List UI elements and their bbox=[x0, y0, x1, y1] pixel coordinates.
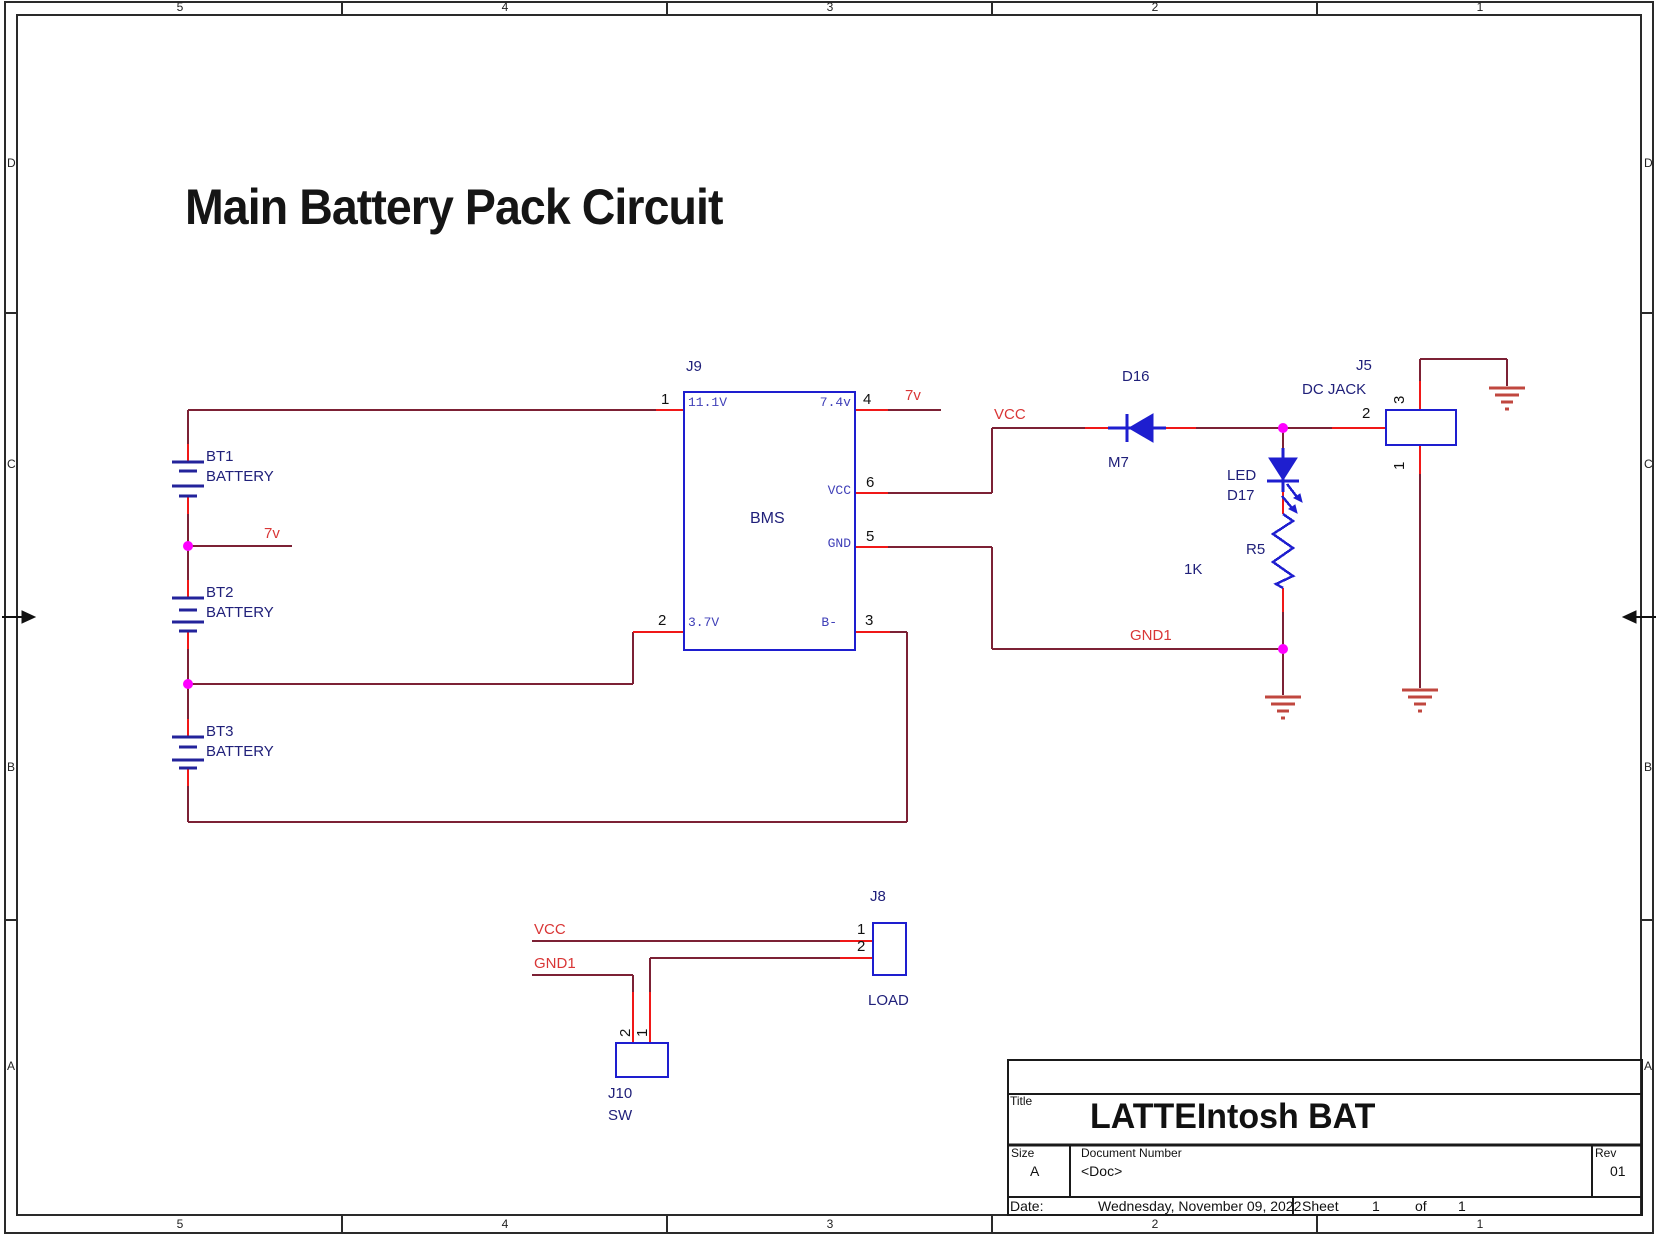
bms-pin2-name: 3.7V bbox=[688, 615, 720, 630]
wires-pin-stubs[interactable] bbox=[187, 381, 1421, 1043]
ground-symbol-right[interactable] bbox=[1402, 688, 1438, 713]
titleblock-sheet-label: Sheet bbox=[1302, 1198, 1339, 1214]
r5-refdes: R5 bbox=[1246, 541, 1266, 558]
net-label-gnd1-bottom: GND1 bbox=[534, 955, 576, 972]
junction-dots bbox=[183, 423, 1288, 689]
j10-refdes: J10 bbox=[608, 1085, 633, 1102]
bms-pin4-name: 7.4v bbox=[819, 395, 851, 410]
bms-pin1-name: 11.1V bbox=[688, 395, 728, 410]
titleblock-size-value: A bbox=[1030, 1163, 1040, 1179]
titleblock-rev-label: Rev bbox=[1595, 1146, 1617, 1160]
titleblock-of-label: of bbox=[1415, 1198, 1427, 1214]
col-label-top-4: 4 bbox=[501, 0, 509, 14]
net-label-7v-tap: 7v bbox=[264, 525, 280, 542]
titleblock-doc-label: Document Number bbox=[1081, 1146, 1182, 1160]
titleblock-date-value: Wednesday, November 09, 2022 bbox=[1098, 1198, 1302, 1214]
bt3-refdes: BT3 bbox=[206, 723, 234, 740]
col-label-bottom-5: 5 bbox=[176, 1217, 184, 1231]
titleblock-size-label: Size bbox=[1011, 1146, 1035, 1160]
j8-value: LOAD bbox=[868, 992, 909, 1009]
row-label-right-d: D bbox=[1644, 156, 1653, 170]
ground-symbol-mid[interactable] bbox=[1265, 695, 1301, 720]
bms-pin6-name: VCC bbox=[827, 483, 851, 498]
bms-pin1-number: 1 bbox=[661, 391, 670, 408]
battery-bt3-symbol[interactable] bbox=[172, 735, 204, 770]
j8-refdes: J8 bbox=[870, 888, 886, 905]
col-label-bottom-4: 4 bbox=[501, 1217, 509, 1231]
titleblock-rev-value: 01 bbox=[1610, 1163, 1626, 1179]
col-label-top-5: 5 bbox=[176, 0, 184, 14]
row-label-left-d: D bbox=[7, 156, 16, 170]
bt3-value: BATTERY bbox=[206, 743, 274, 760]
col-label-bottom-2: 2 bbox=[1151, 1217, 1159, 1231]
bms-pin2-number: 2 bbox=[658, 612, 667, 629]
r5-value: 1K bbox=[1184, 561, 1203, 578]
j8-pin2-number: 2 bbox=[857, 938, 866, 955]
bms-name: BMS bbox=[750, 510, 785, 527]
j5-pin3-number: 3 bbox=[1391, 395, 1408, 404]
net-label-vcc-bottom: VCC bbox=[534, 921, 566, 938]
switch-connector-symbol[interactable] bbox=[615, 1042, 669, 1078]
bms-pin3-name: B- bbox=[821, 615, 837, 630]
j5-refdes: J5 bbox=[1356, 357, 1372, 374]
row-label-left-c: C bbox=[7, 457, 16, 471]
bms-symbol[interactable] bbox=[683, 391, 856, 651]
j10-pin1-number: 1 bbox=[634, 1028, 651, 1037]
col-label-top-2: 2 bbox=[1151, 0, 1159, 14]
led-d17-symbol[interactable] bbox=[1267, 448, 1303, 514]
bt2-refdes: BT2 bbox=[206, 584, 234, 601]
title-block-lines bbox=[1007, 1059, 1643, 1216]
col-label-bottom-1: 1 bbox=[1476, 1217, 1484, 1231]
row-label-left-a: A bbox=[7, 1059, 16, 1073]
j10-value: SW bbox=[608, 1107, 633, 1124]
bt1-value: BATTERY bbox=[206, 468, 274, 485]
diode-d16-symbol[interactable] bbox=[1108, 413, 1166, 443]
bt1-refdes: BT1 bbox=[206, 448, 234, 465]
resistor-r5-symbol[interactable] bbox=[1270, 512, 1296, 590]
j8-pin1-number: 1 bbox=[857, 921, 866, 938]
titleblock-title-label: Title bbox=[1010, 1094, 1033, 1108]
titleblock-sheet-number: 1 bbox=[1372, 1198, 1380, 1214]
titleblock-sheet-total: 1 bbox=[1458, 1198, 1466, 1214]
col-label-top-1: 1 bbox=[1476, 0, 1484, 14]
bms-pin5-name: GND bbox=[827, 536, 851, 551]
d16-refdes: D16 bbox=[1122, 368, 1150, 385]
sheet-alignment-arrows bbox=[2, 610, 1656, 624]
titleblock-date-label: Date: bbox=[1010, 1198, 1044, 1214]
titleblock-title: LATTEIntosh BAT bbox=[1090, 1097, 1376, 1136]
j5-pin2-number: 2 bbox=[1362, 405, 1371, 422]
d17-value: LED bbox=[1227, 467, 1257, 484]
row-label-right-a: A bbox=[1644, 1059, 1653, 1073]
col-label-top-3: 3 bbox=[826, 0, 834, 14]
wires-net[interactable] bbox=[187, 358, 1508, 992]
net-label-gnd1-top: GND1 bbox=[1130, 627, 1172, 644]
row-label-left-b: B bbox=[7, 760, 16, 774]
net-label-vcc-top: VCC bbox=[994, 406, 1026, 423]
dc-jack-symbol[interactable] bbox=[1385, 409, 1457, 446]
bms-refdes: J9 bbox=[686, 358, 702, 375]
j5-pin1-number: 1 bbox=[1391, 461, 1408, 470]
d16-value: M7 bbox=[1108, 454, 1129, 471]
ground-symbol-top[interactable] bbox=[1489, 386, 1525, 411]
col-label-bottom-3: 3 bbox=[826, 1217, 834, 1231]
net-label-7v-out: 7v bbox=[905, 387, 921, 404]
row-label-right-b: B bbox=[1644, 760, 1653, 774]
load-connector-symbol[interactable] bbox=[872, 922, 907, 976]
d17-refdes: D17 bbox=[1227, 487, 1255, 504]
bms-pin4-number: 4 bbox=[863, 391, 872, 408]
bt2-value: BATTERY bbox=[206, 604, 274, 621]
bms-pin5-number: 5 bbox=[866, 528, 875, 545]
page-title: Main Battery Pack Circuit bbox=[185, 179, 723, 235]
j5-value: DC JACK bbox=[1302, 381, 1367, 398]
j10-pin2-number: 2 bbox=[617, 1028, 634, 1037]
titleblock-doc-value: <Doc> bbox=[1081, 1163, 1123, 1179]
row-label-right-c: C bbox=[1644, 457, 1653, 471]
bms-pin3-number: 3 bbox=[865, 612, 874, 629]
battery-bt2-symbol[interactable] bbox=[172, 596, 204, 633]
battery-bt1-symbol[interactable] bbox=[172, 460, 204, 498]
bms-pin6-number: 6 bbox=[866, 474, 875, 491]
